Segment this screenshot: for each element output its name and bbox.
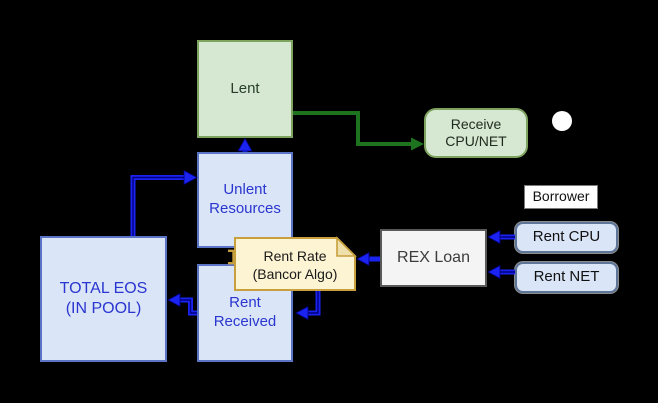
node-total-eos-pool: TOTAL EOS (IN POOL) (40, 236, 167, 362)
note-line2: (Bancor Algo) (252, 266, 338, 282)
node-rent-received-line2: Received (213, 313, 277, 330)
node-unlent-line1: Unlent (223, 181, 267, 199)
node-rent-received-line1: Rent (229, 294, 261, 312)
node-rent-net-label: Rent NET (533, 268, 600, 286)
node-receive-line1: Receive (450, 115, 502, 132)
arrowhead-into-note (356, 251, 370, 267)
node-lent-label: Lent (230, 79, 260, 97)
arrowhead-cpu-into-rexloan (487, 229, 501, 245)
arrowhead-into-rentreceived (295, 305, 309, 321)
arrowhead-into-totaleos (167, 292, 181, 308)
node-lent: Lent (197, 40, 293, 138)
node-total-eos-line1: TOTAL EOS (59, 280, 148, 297)
arrow-totaleos-to-unlent (130, 175, 190, 236)
arrow-lent-to-receive (293, 111, 414, 146)
note-rent-rate: Rent Rate (Bancor Algo) (235, 241, 355, 289)
node-unlent-line2: Resources (209, 200, 281, 217)
node-total-eos-line2: (IN POOL) (65, 300, 142, 317)
label-borrower: Borrower (524, 185, 598, 209)
node-rent-net: Rent NET (515, 262, 618, 293)
node-rex-loan: REX Loan (380, 229, 487, 287)
arrow-note-to-rentreceived (305, 291, 321, 316)
note-socket (228, 249, 235, 265)
arrowhead-into-receive (411, 137, 424, 151)
arrowhead-into-lent (237, 137, 253, 152)
node-receive-line2: CPU/NET (445, 133, 507, 149)
arrowhead-net-into-rexloan (487, 264, 501, 280)
arrow-rentreceived-to-totaleos (177, 297, 197, 316)
node-rent-cpu: Rent CPU (515, 222, 618, 253)
node-rent-cpu-label: Rent CPU (532, 228, 601, 246)
endpoint-circle (552, 111, 572, 131)
node-unlent-resources: Unlent Resources (197, 152, 293, 248)
node-receive-cpu-net: Receive CPU/NET (424, 108, 528, 158)
node-rex-loan-label: REX Loan (397, 249, 470, 266)
label-borrower-text: Borrower (532, 188, 590, 205)
arrowhead-into-unlent (183, 169, 198, 186)
note-line1: Rent Rate (263, 247, 327, 264)
